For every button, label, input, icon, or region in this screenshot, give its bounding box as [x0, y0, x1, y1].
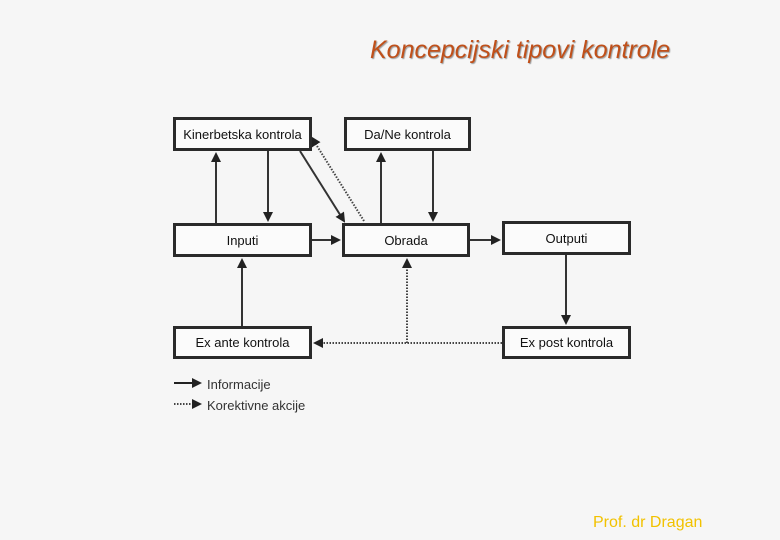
box-label: Kinerbetska kontrola — [183, 126, 302, 142]
box-label: Ex ante kontrola — [195, 335, 290, 350]
legend-informacije: Informacije — [207, 377, 271, 392]
arrow-kinerbetska-to-obrada — [299, 150, 346, 223]
box-kinerbetska-kontrola: Kinerbetska kontrola — [173, 117, 312, 151]
diagram-title: Koncepcijski tipovi kontrole — [370, 36, 671, 64]
box-outputi: Outputi — [502, 221, 631, 255]
box-inputi: Inputi — [173, 223, 312, 257]
corrective-obrada-to-kinerbetska — [310, 136, 365, 222]
box-label: Obrada — [384, 232, 428, 248]
box-label: Outputi — [545, 230, 588, 246]
author-footer: Prof. dr Dragan — [593, 514, 703, 531]
box-label: Da/Ne kontrola — [364, 126, 451, 142]
box-label: Inputi — [226, 232, 259, 248]
box-ex-post-kontrola: Ex post kontrola — [502, 326, 631, 359]
box-ex-ante-kontrola: Ex ante kontrola — [173, 326, 312, 359]
box-da-ne-kontrola: Da/Ne kontrola — [344, 117, 471, 151]
box-label: Ex post kontrola — [519, 335, 614, 350]
box-obrada: Obrada — [342, 223, 470, 257]
legend-korektivne-akcije: Korektivne akcije — [207, 398, 306, 413]
